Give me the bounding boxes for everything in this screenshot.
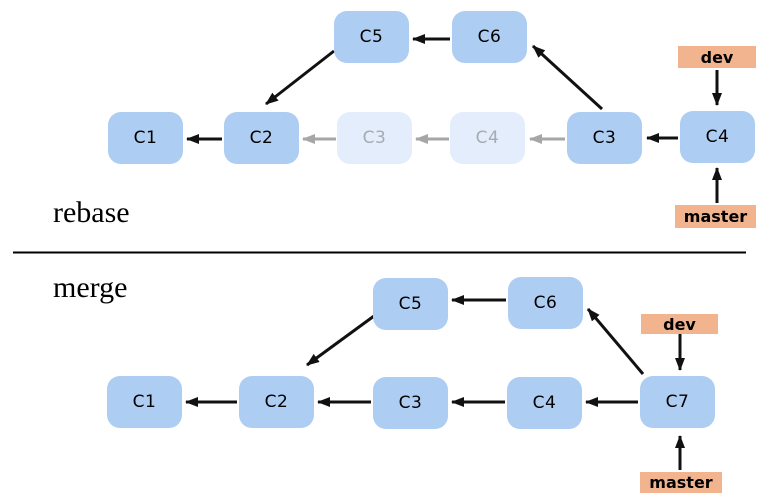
- merge-commit-c5: C5: [373, 278, 448, 330]
- merge-commit-c2: C2: [239, 376, 314, 428]
- rebase-section-title: rebase: [53, 196, 130, 229]
- merge-section-title: merge: [53, 271, 128, 304]
- rebase-commit-c1: C1: [108, 112, 183, 164]
- rebase-commit-c4: C4: [680, 111, 755, 163]
- rebase-commit-c3-old-faded: C3: [337, 112, 412, 164]
- edge-merge-c5-c2-arrow: [306, 314, 375, 367]
- edge-rebase-c3-c6-arrow: [531, 44, 604, 111]
- merge-branch-label-master: master: [640, 472, 722, 493]
- rebase-commit-c2: C2: [224, 112, 299, 164]
- rebase-commit-c6: C6: [452, 11, 527, 63]
- merge-commit-c7: C7: [640, 376, 715, 428]
- merge-commit-c3: C3: [373, 377, 448, 429]
- merge-commit-c1: C1: [107, 376, 182, 428]
- rebase-branch-label-master: master: [675, 205, 756, 228]
- rebase-commit-c4-old-faded: C4: [450, 112, 525, 164]
- rebase-commit-c3: C3: [567, 112, 642, 164]
- rebase-branch-label-dev: dev: [678, 46, 756, 68]
- merge-branch-label-dev: dev: [641, 314, 718, 334]
- rebase-commit-c5: C5: [334, 11, 409, 63]
- edge-merge-c7-c6-arrow: [586, 308, 645, 375]
- edge-rebase-c5-c2-arrow: [265, 49, 335, 106]
- merge-commit-c4: C4: [507, 377, 582, 429]
- merge-commit-c6: C6: [508, 277, 583, 329]
